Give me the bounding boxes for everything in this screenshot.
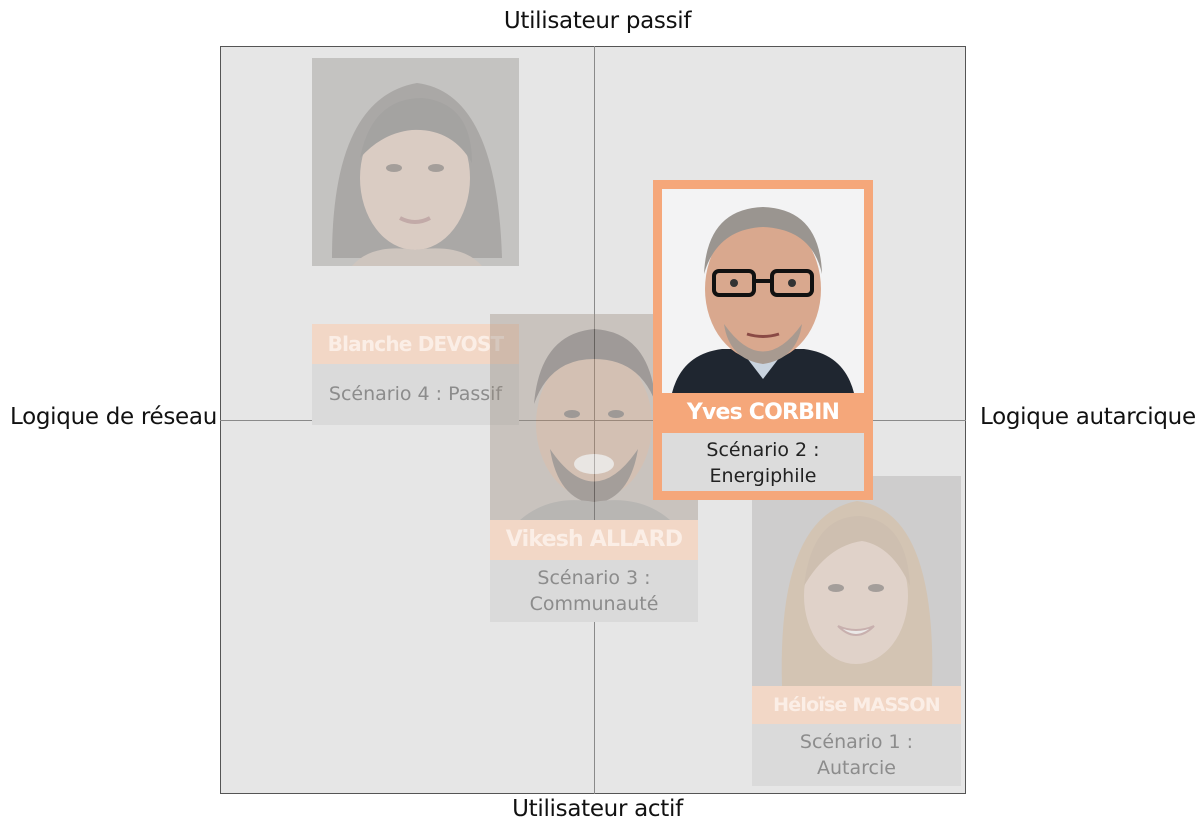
persona-scenario: Scénario 3 : Communauté xyxy=(490,560,698,622)
persona-scenario-line1: Scénario 3 : xyxy=(537,567,651,589)
persona-scenario: Scénario 1 : Autarcie xyxy=(752,724,961,786)
persona-scenario-line1: Scénario 2 : xyxy=(706,439,820,461)
axis-label-top: Utilisateur passif xyxy=(503,8,692,34)
vertical-axis-line xyxy=(594,46,595,794)
axis-label-right: Logique autarcique xyxy=(980,404,1195,430)
persona-name: Blanche DEVOST xyxy=(312,324,519,364)
persona-name: Vikesh ALLARD xyxy=(490,520,698,560)
persona-name: Héloïse MASSON xyxy=(752,686,961,724)
persona-name: Yves CORBIN xyxy=(662,393,864,433)
horizontal-axis-line xyxy=(220,420,966,421)
persona-scenario-line2: Communauté xyxy=(529,593,659,615)
young-woman-portrait-icon xyxy=(752,476,961,686)
persona-card-yves-highlighted[interactable]: Yves CORBIN Scénario 2 : Energiphile xyxy=(653,180,873,500)
man-glasses-portrait-icon xyxy=(662,189,864,393)
persona-scenario-line1: Scénario 1 : xyxy=(799,731,914,753)
persona-card-heloise[interactable]: Héloïse MASSON Scénario 1 : Autarcie xyxy=(752,476,961,786)
persona-scenario-line2: Autarcie xyxy=(817,757,896,779)
persona-scenario: Scénario 2 : Energiphile xyxy=(662,433,864,491)
persona-scenario: Scénario 4 : Passif xyxy=(312,364,519,425)
persona-card-inner: Yves CORBIN Scénario 2 : Energiphile xyxy=(662,189,864,491)
woman-portrait-icon xyxy=(312,58,519,266)
persona-card-blanche[interactable]: Blanche DEVOST Scénario 4 : Passif xyxy=(312,58,519,425)
persona-scenario-line2: Energiphile xyxy=(709,465,817,487)
axis-label-left: Logique de réseau xyxy=(10,404,217,430)
axis-label-bottom: Utilisateur actif xyxy=(512,796,683,822)
